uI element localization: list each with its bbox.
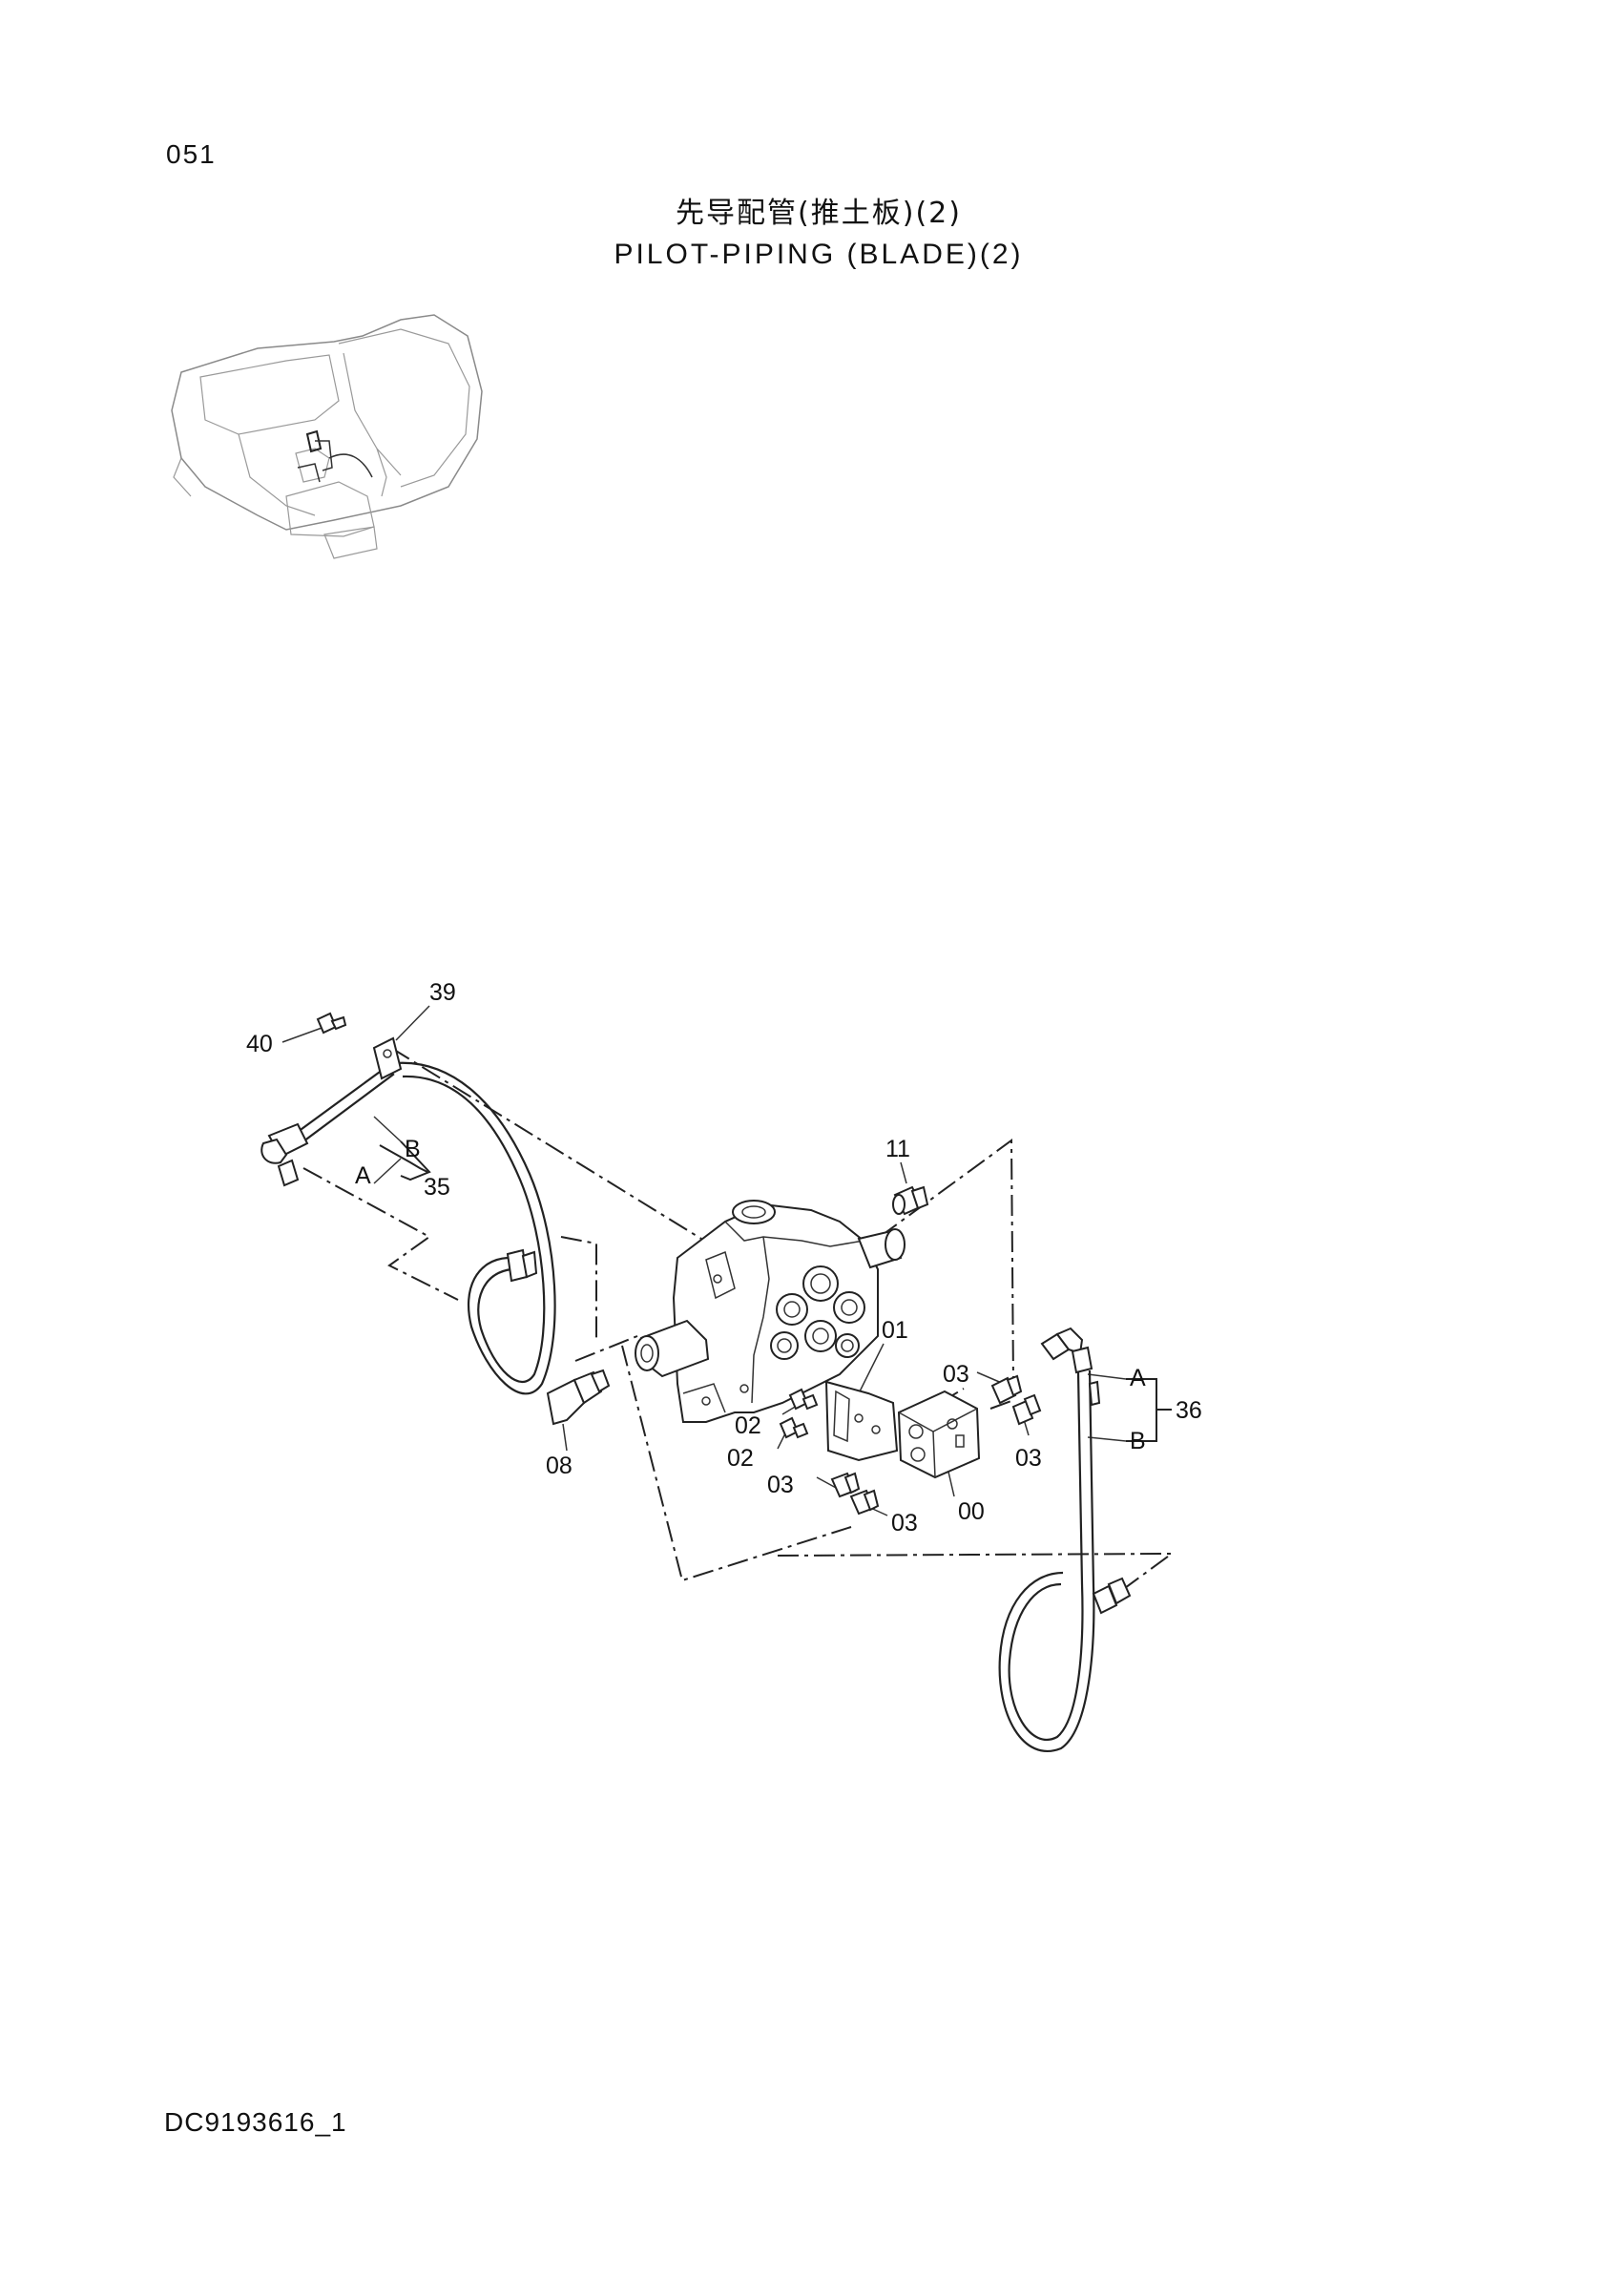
- callout-36: 36: [1176, 1397, 1202, 1424]
- bolt-02-lower: [779, 1416, 809, 1439]
- page-title-chinese: 先导配管(推土板)(2): [676, 197, 962, 230]
- hose-assembly-35: [260, 1061, 556, 1395]
- bolt-40: [316, 1012, 347, 1035]
- callout-36-b: B: [1130, 1428, 1146, 1454]
- callout-35-a: A: [355, 1162, 371, 1189]
- adapter-03-c: [830, 1472, 861, 1498]
- callout-03-bottom: 03: [891, 1510, 918, 1537]
- control-valve-icon: [635, 1200, 906, 1423]
- hose-assembly-36: [998, 1327, 1132, 1752]
- manifold-block-icon: [897, 1390, 981, 1479]
- callout-35: 35: [424, 1174, 450, 1201]
- title-block: 先导配管(推土板)(2) PILOT-PIPING (BLADE)(2): [0, 189, 1624, 271]
- callout-11: 11: [885, 1136, 910, 1162]
- callout-40: 40: [246, 1031, 273, 1057]
- bolt-02-upper: [788, 1388, 819, 1411]
- callout-02-upper: 02: [735, 1412, 761, 1439]
- elbow-fitting-08: [546, 1369, 611, 1426]
- adapter-03-d: [849, 1489, 880, 1516]
- document-code: DC9193616_1: [164, 2107, 347, 2137]
- excavator-overview-icon: [171, 314, 483, 559]
- callout-02-lower: 02: [727, 1445, 754, 1472]
- callout-00: 00: [958, 1498, 985, 1525]
- callout-03-top: 03: [943, 1361, 969, 1388]
- clamp-39: [372, 1036, 403, 1080]
- callout-labels: 40 39 B A 35 11 01 03 03 02 02 03 03 00 …: [246, 979, 1202, 1537]
- callout-03-right: 03: [1015, 1445, 1042, 1472]
- callout-01: 01: [882, 1317, 908, 1344]
- adapter-03-a: [990, 1374, 1023, 1405]
- callout-39: 39: [429, 979, 456, 1006]
- callout-08: 08: [546, 1453, 573, 1479]
- page-number: 051: [166, 139, 217, 169]
- fitting-11: [892, 1185, 929, 1216]
- callout-35-b: B: [405, 1136, 421, 1162]
- page-title-english: PILOT-PIPING (BLADE)(2): [614, 239, 1024, 270]
- callout-36-a: A: [1130, 1365, 1146, 1391]
- adapter-03-b: [1011, 1393, 1042, 1426]
- bracket-01: [824, 1380, 899, 1462]
- callout-03-left: 03: [767, 1472, 794, 1498]
- group-brackets: [379, 1140, 1172, 1442]
